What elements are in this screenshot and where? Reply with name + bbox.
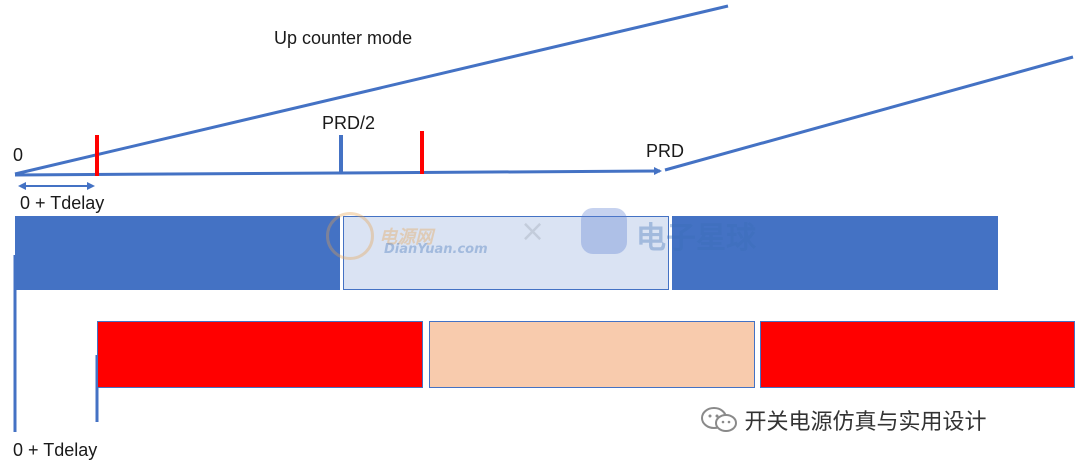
watermark-brand: 电子星球 bbox=[636, 221, 756, 256]
tdelay-label-bottom: 0 + Tdelay bbox=[13, 440, 98, 460]
prd-label: PRD bbox=[646, 141, 685, 161]
pwm-b-low bbox=[429, 321, 755, 388]
pwm-b-high-1 bbox=[97, 321, 423, 388]
counter-ramp-2 bbox=[664, 55, 1074, 172]
tdelay-label-top: 0 + Tdelay bbox=[20, 193, 105, 213]
watermark-robot-icon bbox=[581, 208, 627, 254]
footer-account-name: 开关电源仿真与实用设计 bbox=[744, 410, 987, 435]
zero-label: 0 bbox=[13, 145, 24, 165]
watermark-logo-icon bbox=[326, 212, 374, 260]
watermark: 电源网 bbox=[326, 212, 433, 260]
prd-half-label: PRD/2 bbox=[322, 113, 376, 133]
watermark-site-cn: 电源网 bbox=[379, 227, 434, 248]
mode-title: Up counter mode bbox=[274, 28, 413, 48]
counter-ramp-1 bbox=[14, 4, 729, 176]
footer-account: 开关电源仿真与实用设计 bbox=[700, 404, 986, 436]
pwm-a-low bbox=[343, 216, 669, 290]
pwm-b-high-2 bbox=[760, 321, 1075, 388]
watermark-site-en: DianYuan.com bbox=[384, 242, 488, 257]
pwm-a-high-2 bbox=[672, 216, 998, 290]
pwm-a-high-1 bbox=[15, 216, 340, 290]
watermark-cross: × bbox=[520, 214, 546, 249]
time-axis bbox=[14, 167, 662, 177]
wechat-icon bbox=[701, 407, 737, 432]
